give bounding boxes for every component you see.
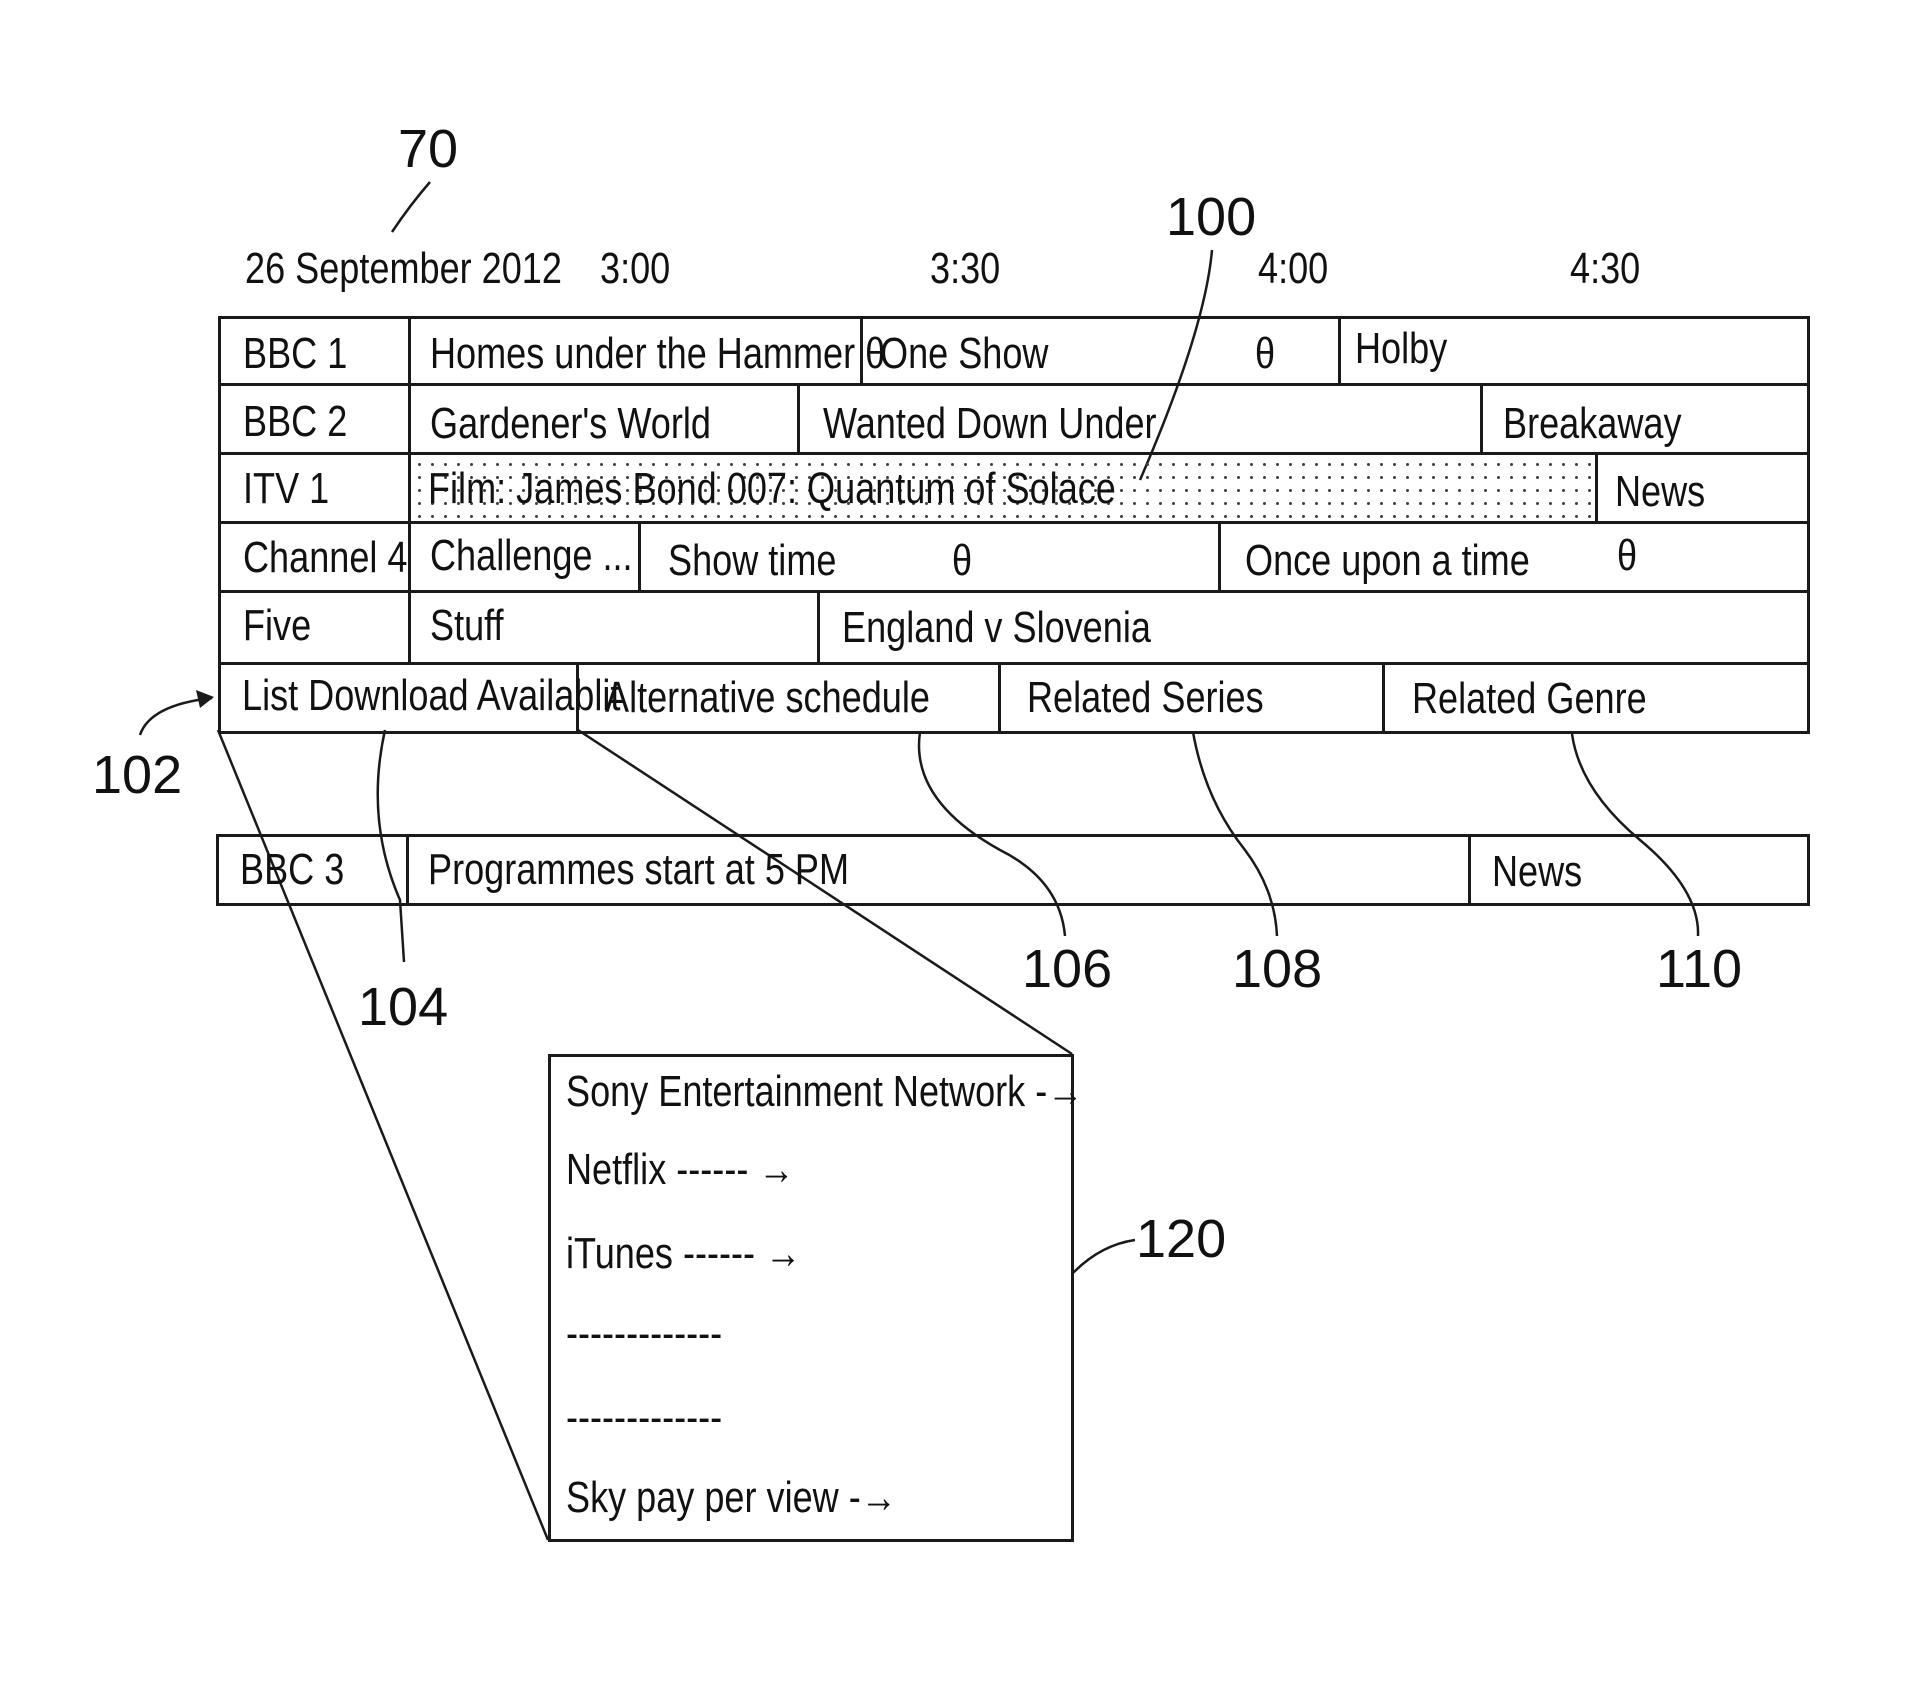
programme-cell[interactable]: Homes under the Hammer θ xyxy=(430,332,885,376)
reference-numeral: 104 xyxy=(358,980,448,1034)
cell-divider xyxy=(638,521,641,592)
row-divider xyxy=(218,662,1810,665)
channel-label-five[interactable]: Five xyxy=(243,604,311,648)
guide-date: 26 September 2012 xyxy=(245,247,562,291)
time-mark-4: 4:30 xyxy=(1570,247,1640,291)
row-divider xyxy=(218,383,1810,386)
leader-70 xyxy=(392,182,430,232)
provider-placeholder: ------------- xyxy=(566,1396,722,1440)
cell-divider xyxy=(1468,834,1471,906)
time-mark-2: 3:30 xyxy=(930,247,1000,291)
provider-placeholder: ------------- xyxy=(566,1312,722,1356)
programme-cell[interactable]: England v Slovenia xyxy=(842,606,1151,650)
programme-cell[interactable]: Wanted Down Under xyxy=(823,402,1157,446)
time-mark-3: 4:00 xyxy=(1258,247,1328,291)
programme-cell[interactable]: News xyxy=(1492,850,1582,894)
provider-link[interactable]: iTunes ------ → xyxy=(566,1232,801,1276)
programme-cell[interactable]: Holby xyxy=(1355,327,1447,371)
reference-numeral: 100 xyxy=(1166,190,1256,244)
cell-divider xyxy=(406,834,409,906)
provider-link[interactable]: Sky pay per view -→ xyxy=(566,1476,897,1520)
programme-cell[interactable]: Stuff xyxy=(430,604,504,648)
cell-divider xyxy=(1595,452,1598,523)
cell-divider xyxy=(817,590,820,664)
cell-divider xyxy=(1480,383,1483,454)
selected-programme-cell[interactable]: Film: James Bond 007: Quantum of Solace xyxy=(428,467,1116,511)
programme-cell[interactable]: One Show xyxy=(880,332,1048,376)
row-divider xyxy=(218,590,1810,593)
channel-column-divider xyxy=(408,316,411,665)
cell-divider xyxy=(1338,316,1341,385)
reference-numeral: 120 xyxy=(1136,1212,1226,1266)
provider-link[interactable]: Sony Entertainment Network -→ xyxy=(566,1070,1083,1114)
programme-cell[interactable]: Challenge ... xyxy=(430,534,633,578)
time-mark-1: 3:00 xyxy=(600,247,670,291)
programme-cell[interactable]: Programmes start at 5 PM xyxy=(428,848,849,892)
channel-label-bbc2[interactable]: BBC 2 xyxy=(243,400,347,444)
reference-numeral: 110 xyxy=(1656,942,1742,996)
cell-divider xyxy=(1218,521,1221,592)
alternative-schedule-button[interactable]: Alternative schedule xyxy=(605,676,930,720)
download-indicator: θ xyxy=(952,539,972,583)
channel-label-channel4[interactable]: Channel 4 xyxy=(243,536,407,580)
row-divider xyxy=(218,521,1810,524)
reference-numeral: 70 xyxy=(398,122,458,176)
related-series-button[interactable]: Related Series xyxy=(1027,676,1264,720)
programme-cell[interactable]: News xyxy=(1615,470,1705,514)
programme-cell[interactable]: Gardener's World xyxy=(430,402,711,446)
row-divider xyxy=(218,452,1810,455)
arrowhead-102 xyxy=(196,690,214,708)
download-indicator: θ xyxy=(1255,332,1275,376)
leader-120 xyxy=(1072,1240,1135,1274)
channel-label-itv1[interactable]: ITV 1 xyxy=(243,467,329,511)
provider-link[interactable]: Netflix ------ → xyxy=(566,1148,794,1192)
cell-divider xyxy=(797,383,800,454)
list-download-availability-button[interactable]: List Download Availablit xyxy=(242,674,620,718)
download-providers-popup xyxy=(548,1054,1074,1542)
reference-numeral: 108 xyxy=(1232,942,1322,996)
channel-label-bbc1[interactable]: BBC 1 xyxy=(243,332,347,376)
menu-divider xyxy=(998,662,1001,734)
programme-cell[interactable]: Once upon a time xyxy=(1245,539,1530,583)
reference-numeral: 106 xyxy=(1022,942,1112,996)
programme-cell[interactable]: Show time xyxy=(668,539,836,583)
channel-label-bbc3[interactable]: BBC 3 xyxy=(240,848,344,892)
menu-divider xyxy=(1382,662,1385,734)
download-indicator: θ xyxy=(1617,534,1637,578)
related-genre-button[interactable]: Related Genre xyxy=(1412,677,1647,721)
reference-numeral: 102 xyxy=(92,748,182,802)
programme-cell[interactable]: Breakaway xyxy=(1503,402,1681,446)
